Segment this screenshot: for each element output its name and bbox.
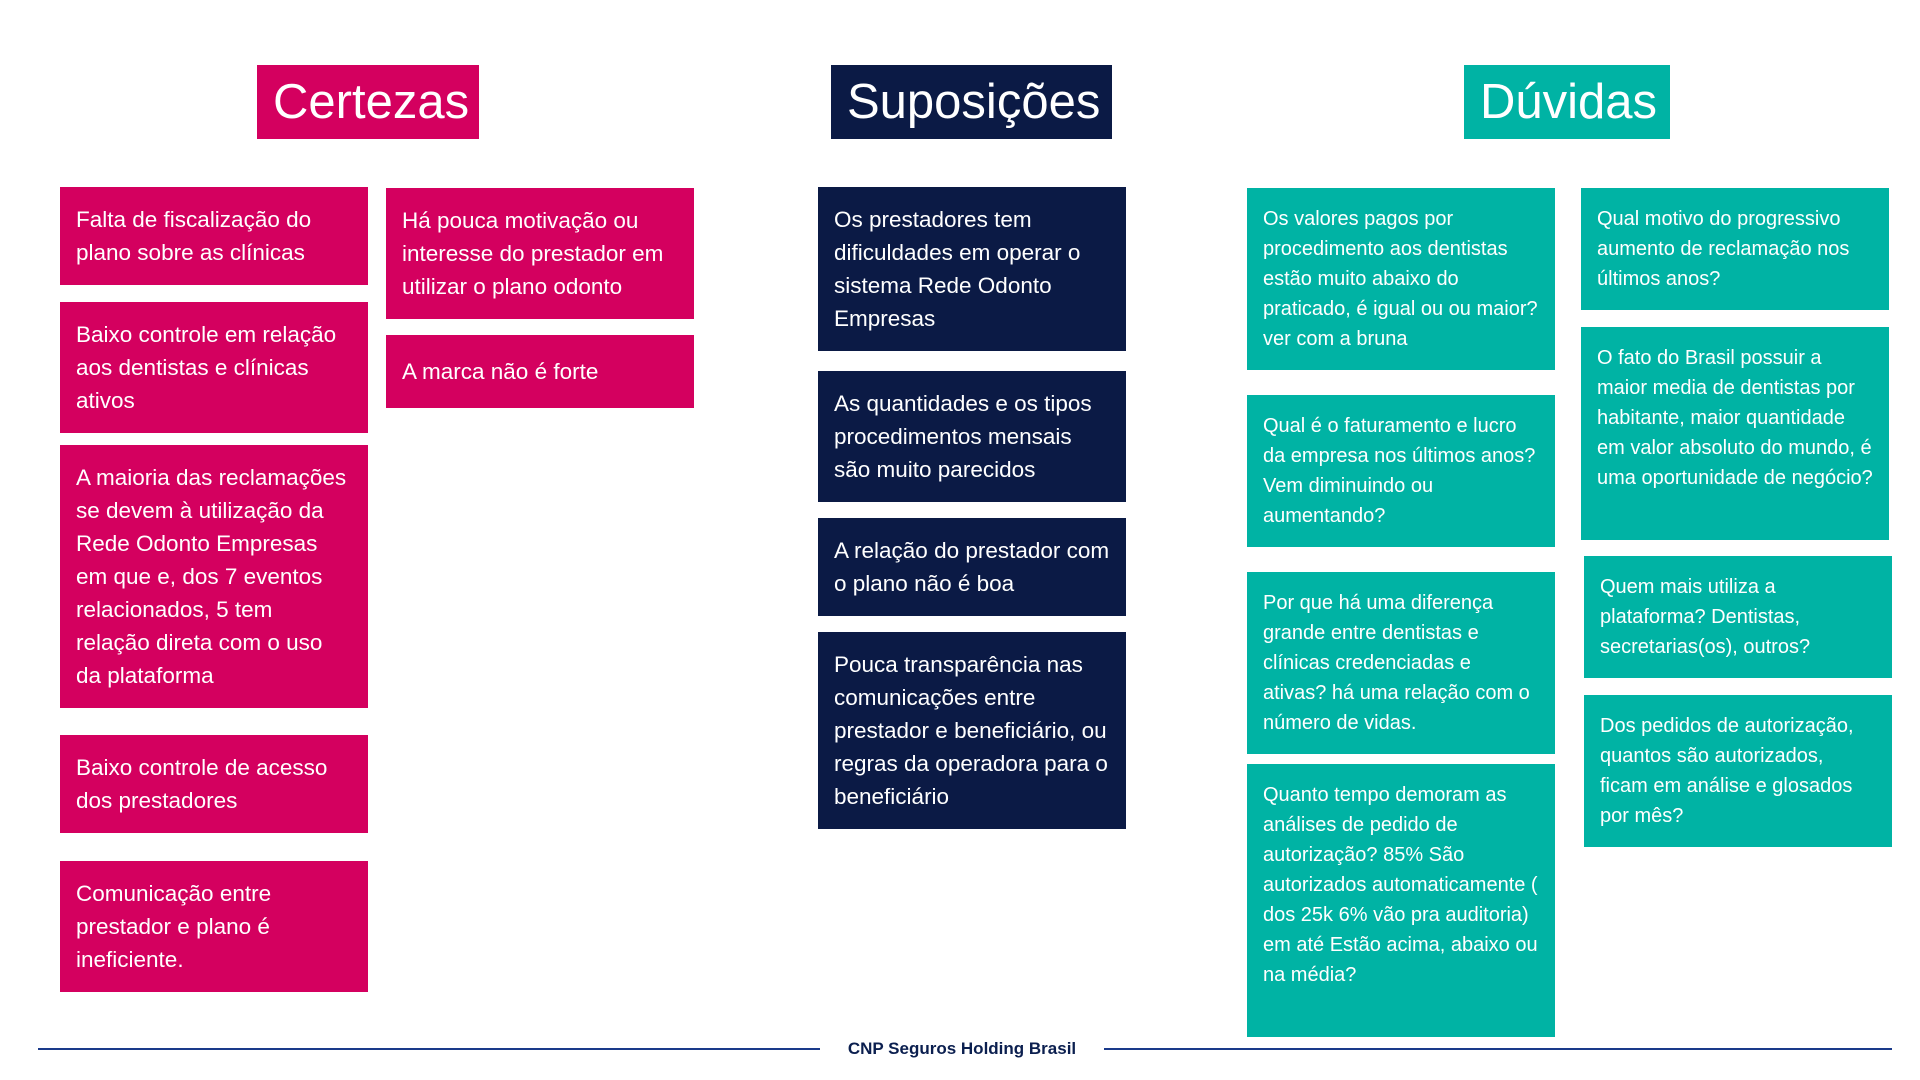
certeza-card-4: Baixo controle de acesso dos prestadores	[60, 735, 368, 833]
footer-divider-left	[38, 1048, 838, 1050]
certeza-card-7: A marca não é forte	[386, 335, 694, 408]
duvida-card-5: Qual motivo do progressivo aumento de re…	[1581, 188, 1889, 310]
duvida-card-4: Quanto tempo demoram as análises de pedi…	[1247, 764, 1555, 1037]
certeza-card-3: A maioria das reclamações se devem à uti…	[60, 445, 368, 708]
certeza-card-5: Comunicação entre prestador e plano é in…	[60, 861, 368, 992]
duvidas-header: Dúvidas	[1464, 65, 1670, 139]
duvida-card-6: O fato do Brasil possuir a maior media d…	[1581, 327, 1889, 540]
certeza-card-2: Baixo controle em relação aos dentistas …	[60, 302, 368, 433]
duvida-card-7: Quem mais utiliza a plataforma? Dentista…	[1584, 556, 1892, 678]
suposicao-card-2: As quantidades e os tipos procedimentos …	[818, 371, 1126, 502]
suposicao-card-4: Pouca transparência nas comunicações ent…	[818, 632, 1126, 829]
suposicao-card-1: Os prestadores tem dificuldades em opera…	[818, 187, 1126, 351]
duvida-card-2: Qual é o faturamento e lucro da empresa …	[1247, 395, 1555, 547]
duvida-card-1: Os valores pagos por procedimento aos de…	[1247, 188, 1555, 370]
certeza-card-6: Há pouca motivação ou interesse do prest…	[386, 188, 694, 319]
certezas-header: Certezas	[257, 65, 479, 139]
duvida-card-3: Por que há uma diferença grande entre de…	[1247, 572, 1555, 754]
footer-company-name: CNP Seguros Holding Brasil	[820, 1037, 1104, 1061]
suposicoes-header: Suposições	[831, 65, 1112, 139]
suposicao-card-3: A relação do prestador com o plano não é…	[818, 518, 1126, 616]
footer-divider-right	[1086, 1048, 1892, 1050]
duvida-card-8: Dos pedidos de autorização, quantos são …	[1584, 695, 1892, 847]
certeza-card-1: Falta de fiscalização do plano sobre as …	[60, 187, 368, 285]
